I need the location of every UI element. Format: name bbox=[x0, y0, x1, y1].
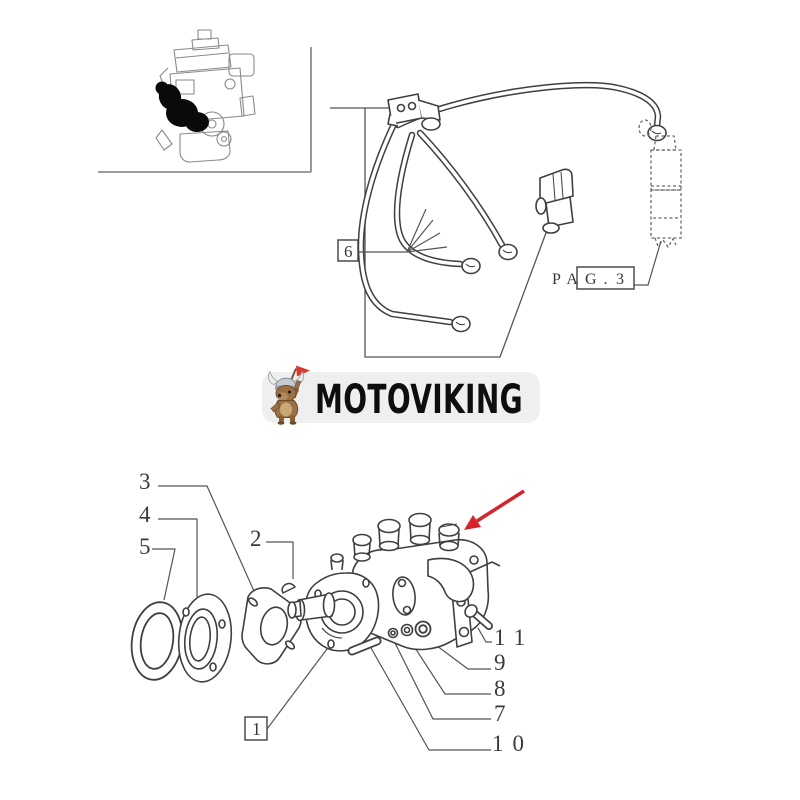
injection-pipes bbox=[357, 81, 662, 326]
part-9-spacer bbox=[414, 620, 432, 638]
part-3-gasket bbox=[241, 587, 302, 665]
pump-pointer-arrow bbox=[464, 489, 525, 530]
injection-pipes-diagram: 6 PAG. 3 bbox=[330, 81, 682, 358]
part-callouts: 3 4 5 2 1 11 9 8 7 10 bbox=[139, 469, 534, 756]
engine-location-thumbnail bbox=[98, 29, 312, 173]
part-10-pin bbox=[347, 636, 382, 656]
callout-11: 11 bbox=[494, 625, 534, 650]
brand-name: MOTOVIKING bbox=[315, 377, 523, 423]
viking-dog-icon bbox=[267, 365, 310, 425]
leader-lines bbox=[152, 485, 492, 751]
delivery-valve-fittings bbox=[330, 512, 460, 571]
pipe-clamp bbox=[535, 168, 574, 234]
page-ref-number: 3 bbox=[616, 271, 624, 288]
small-hardware bbox=[347, 604, 493, 656]
page-ref-label: PAG. bbox=[552, 271, 615, 288]
callout-1: 1 bbox=[252, 719, 261, 739]
brand-logo-pill bbox=[262, 372, 540, 423]
part-8-washer bbox=[400, 623, 414, 637]
callout-3: 3 bbox=[139, 469, 151, 494]
thumbnail-frame bbox=[98, 47, 312, 173]
page-reference: PAG. 3 bbox=[552, 240, 662, 290]
pipe-end-nuts bbox=[451, 124, 667, 333]
pipe-bracket bbox=[387, 93, 441, 131]
callout-5: 5 bbox=[139, 534, 151, 559]
callout-8: 8 bbox=[494, 676, 506, 701]
part-11-bolt bbox=[464, 604, 493, 630]
callout-2: 2 bbox=[250, 526, 262, 551]
callout-9: 9 bbox=[494, 650, 506, 675]
part-7-washer bbox=[387, 627, 399, 639]
callout-7: 7 bbox=[494, 701, 506, 726]
pump-side-bracket bbox=[427, 555, 501, 648]
pump-highlight-blob bbox=[155, 81, 209, 132]
callout-10: 10 bbox=[492, 731, 533, 756]
part-4-flange bbox=[177, 593, 233, 683]
viking-flag bbox=[296, 365, 310, 377]
part-1-injection-pump bbox=[287, 512, 501, 652]
callout-4: 4 bbox=[139, 502, 151, 527]
part-2-key bbox=[281, 582, 297, 595]
part-5-seal-ring bbox=[130, 601, 184, 681]
injection-pump-exploded-diagram: 3 4 5 2 1 11 9 8 7 10 bbox=[130, 469, 534, 756]
pump-drive-shaft bbox=[287, 592, 336, 622]
callout-6: 6 bbox=[337, 208, 448, 262]
injector-reference bbox=[638, 119, 682, 249]
diagram-frame bbox=[330, 107, 551, 358]
callout-6-label: 6 bbox=[344, 242, 353, 261]
